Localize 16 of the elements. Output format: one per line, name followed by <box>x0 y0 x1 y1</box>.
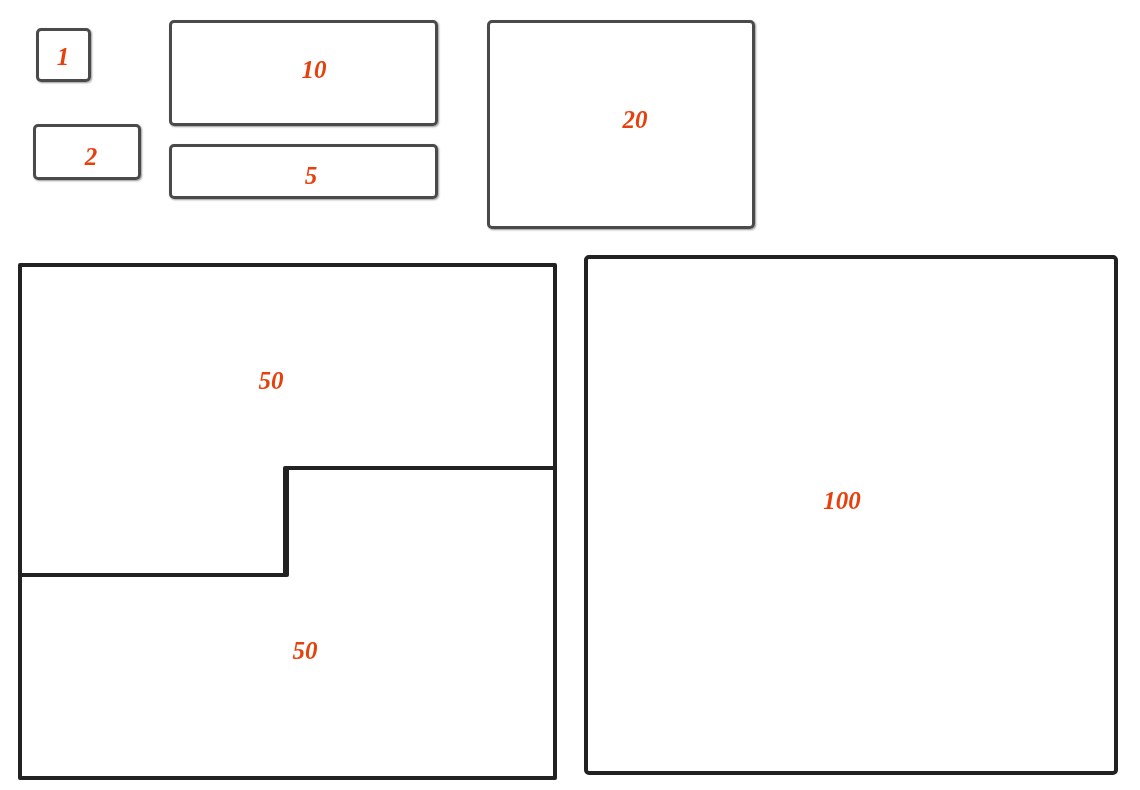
rounded-box <box>487 20 755 229</box>
l-shaped-region <box>20 265 555 575</box>
area-number: 2 <box>84 143 98 171</box>
area-number: 20 <box>622 106 648 134</box>
area-number: 5 <box>304 162 318 190</box>
rounded-box <box>33 124 141 180</box>
l-shaped-region <box>20 468 555 778</box>
rounded-box <box>169 20 438 126</box>
rounded-box <box>36 28 91 82</box>
area-number: 50 <box>292 637 318 665</box>
rounded-box <box>169 144 438 199</box>
rounded-box <box>584 255 1118 775</box>
area-number: 10 <box>301 56 327 84</box>
area-number: 100 <box>823 487 861 515</box>
area-number: 50 <box>258 367 284 395</box>
area-number: 1 <box>56 43 70 71</box>
